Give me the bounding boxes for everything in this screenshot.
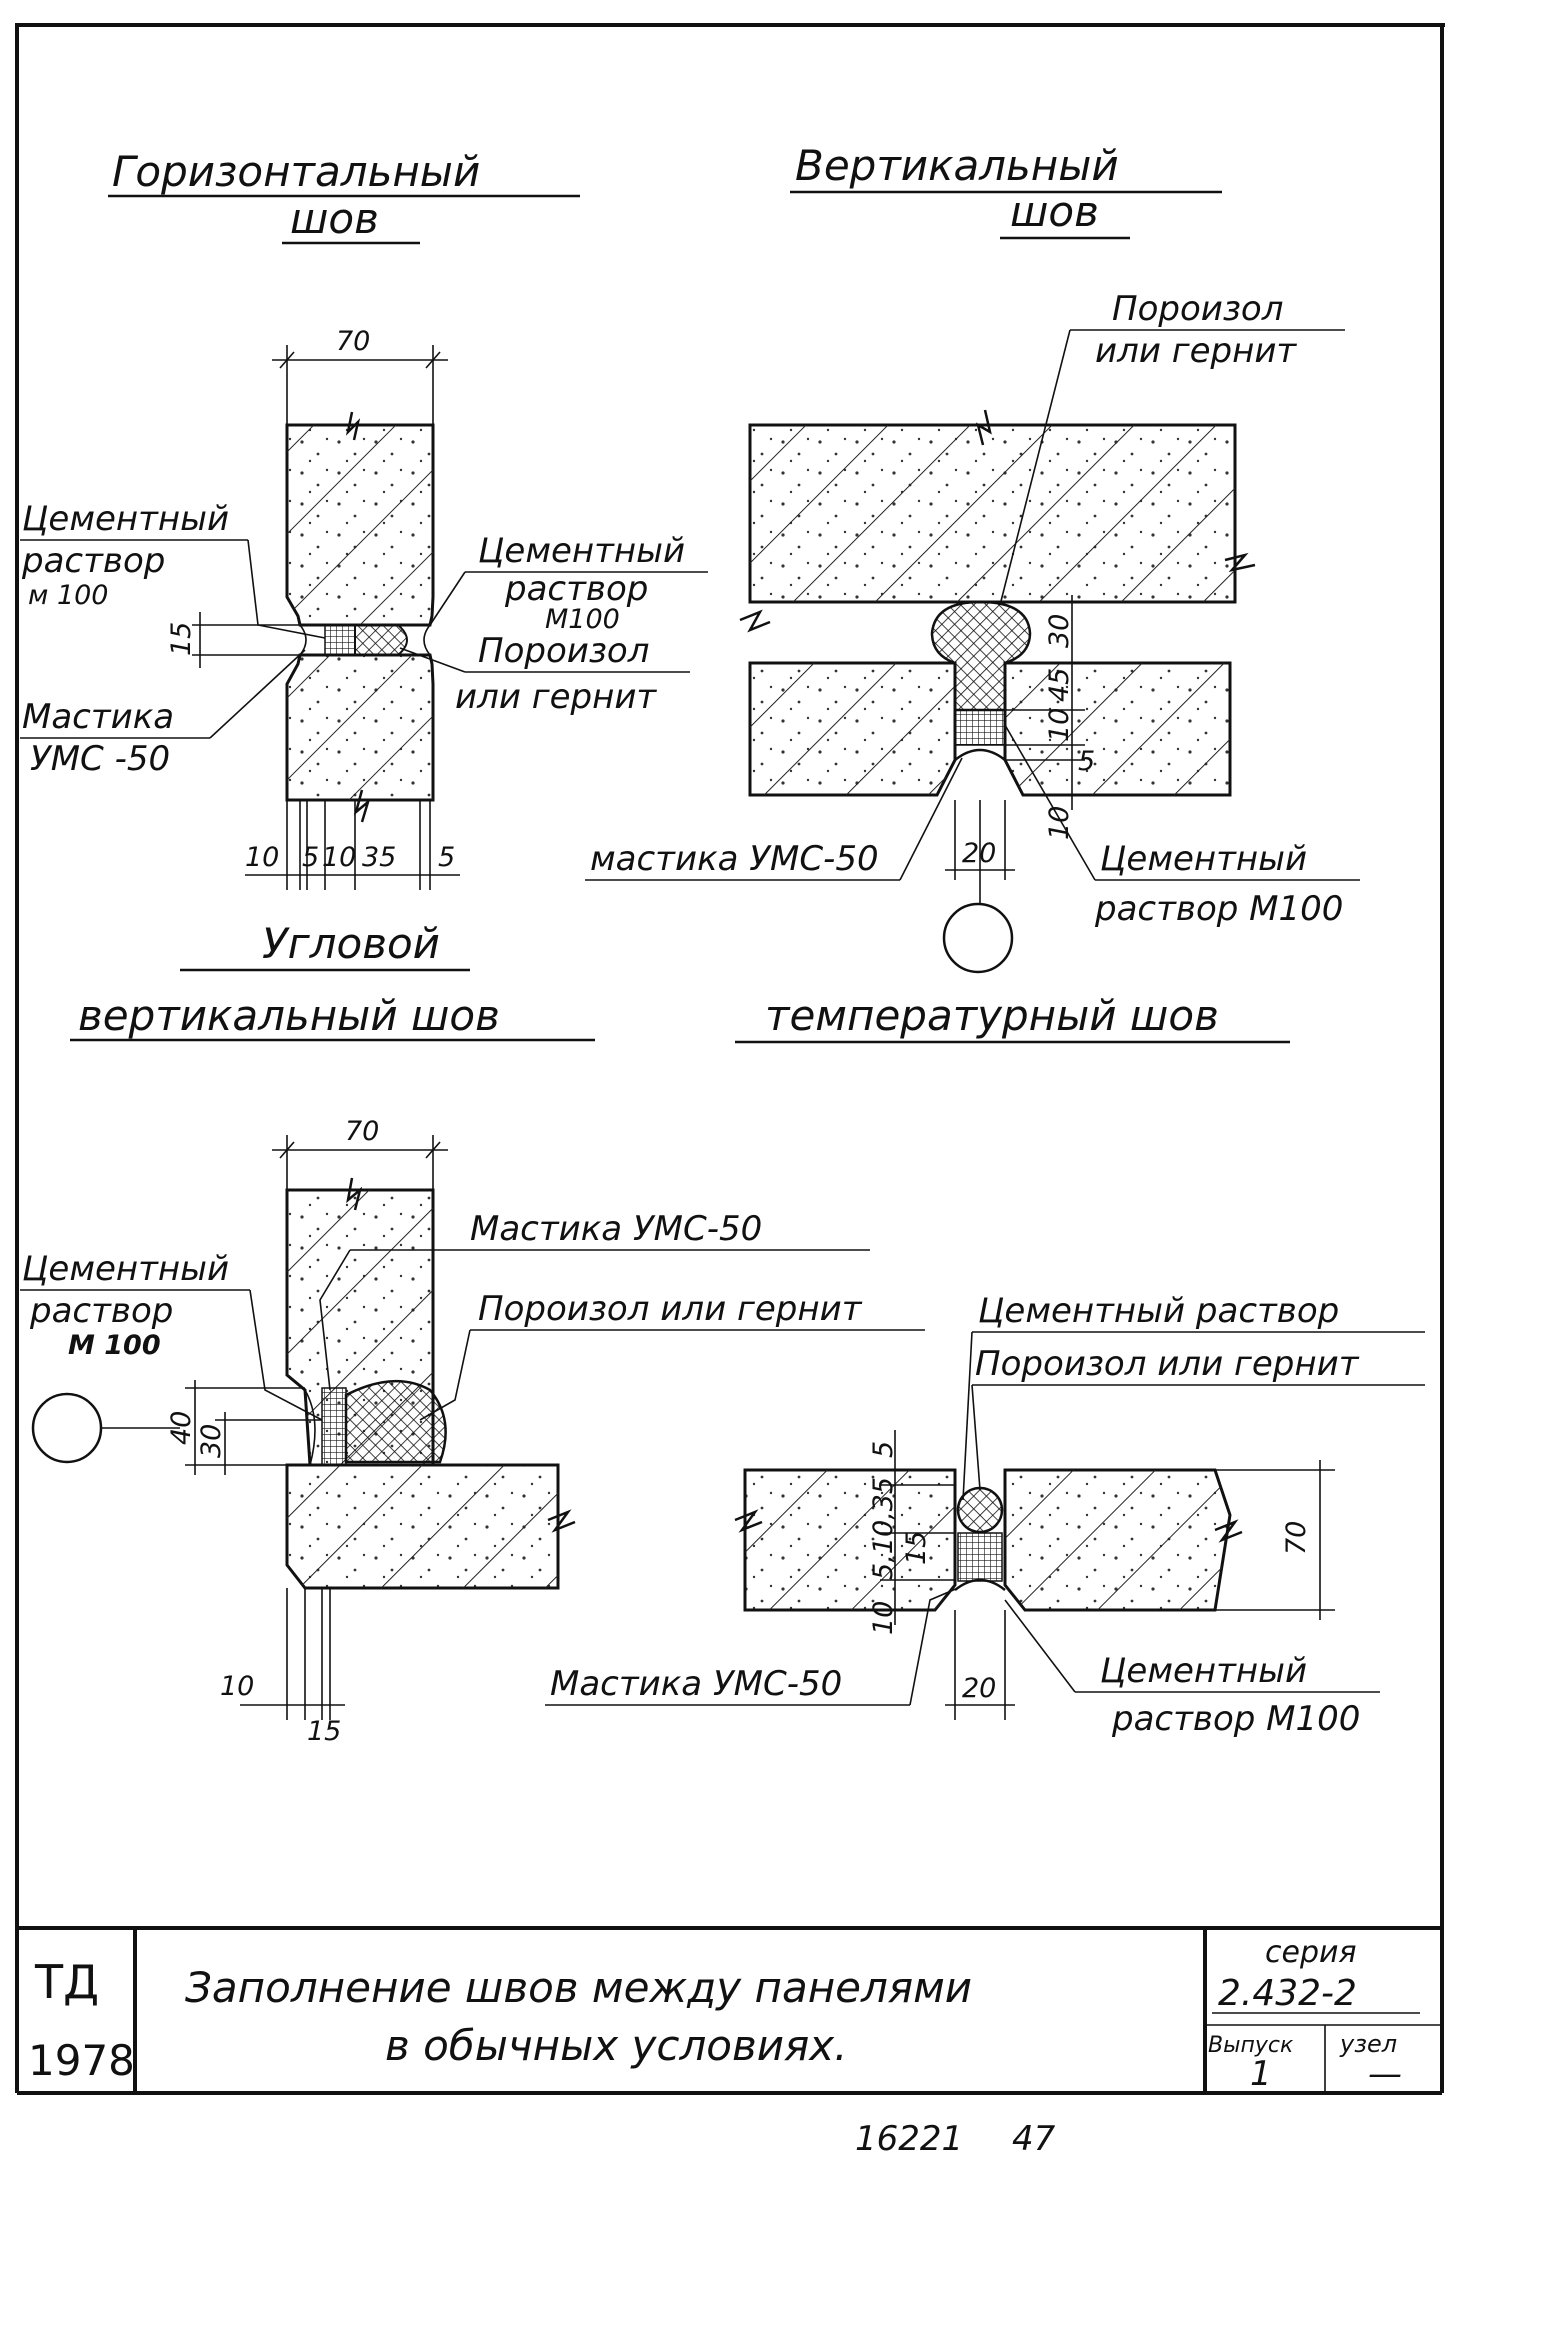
stamp-node-value: — — [1368, 2054, 1402, 2094]
h-cement-left-2: раствор — [21, 541, 165, 581]
v-poroizol-fill — [930, 600, 1032, 712]
c-mortar-fill — [321, 1387, 347, 1466]
temperature-joint: температурный шов 5 5,10,35 15 10 20 — [545, 991, 1425, 1739]
c-poroizol-fill — [344, 1379, 447, 1464]
footer-number: 16221 — [855, 2119, 963, 2159]
h-dim-35: 35 — [362, 842, 396, 873]
t-dim-10: 10 — [868, 1601, 899, 1635]
t-cement2-1: Цементный — [1100, 1651, 1307, 1691]
v-cement-2: раствор М100 — [1094, 889, 1343, 929]
c-cement-3: М 100 — [68, 1330, 161, 1361]
title-corner-2: вертикальный шов — [78, 991, 500, 1040]
c-dim-30: 30 — [196, 1424, 227, 1458]
c-dim-width: 70 — [345, 1116, 379, 1147]
title-vertical-2: шов — [1010, 187, 1099, 236]
stamp-issue-value: 1 — [1250, 2054, 1272, 2094]
h-cement-right-3: М100 — [545, 604, 620, 635]
title-horizontal-1: Горизонтальный — [112, 147, 480, 196]
h-mastic-2: УМС -50 — [30, 739, 170, 779]
v-cement-1: Цементный — [1100, 839, 1307, 879]
v-poroizol-2: или гернит — [1095, 331, 1297, 371]
stamp-issue-label: Выпуск — [1208, 2033, 1294, 2058]
t-cement2-2: раствор М100 — [1111, 1699, 1360, 1739]
t-mortar-fill — [957, 1532, 1003, 1582]
h-dim-15: 15 — [166, 622, 197, 656]
vertical-joint: Вертикальный шов 30 45 10 5 10 — [585, 141, 1360, 974]
title-vertical-1: Вертикальный — [795, 141, 1119, 190]
v-dim-10b: 10 — [1044, 806, 1075, 840]
h-dim-width: 70 — [336, 326, 370, 357]
stamp-title-2: в обычных условиях. — [385, 2021, 848, 2070]
v-axis-marker — [942, 902, 1014, 974]
v-dim-20: 20 — [962, 838, 996, 869]
stamp-series-value: 2.432-2 — [1218, 1973, 1357, 2014]
v-poroizol-1: Пороизол — [1112, 289, 1283, 329]
c-dim-10: 10 — [220, 1671, 254, 1702]
h-cement-right-2: раствор — [504, 569, 648, 609]
c-cement-1: Цементный — [22, 1249, 229, 1289]
h-mortar-fill — [324, 624, 356, 656]
stamp-title-1: Заполнение швов между панелями — [185, 1963, 972, 2012]
v-dim-45: 45 — [1044, 668, 1075, 702]
h-dim-10b: 10 — [322, 842, 356, 873]
v-dim-10: 10 — [1044, 708, 1075, 742]
title-temperature: температурный шов — [765, 991, 1219, 1040]
stamp-year: 1978 — [28, 2036, 135, 2085]
v-dim-30: 30 — [1044, 614, 1075, 648]
h-cement-left-1: Цементный — [22, 499, 229, 539]
c-poroizol: Пороизол или гернит — [478, 1289, 863, 1329]
t-poroizol-fill — [956, 1486, 1004, 1534]
horizontal-joint: Горизонтальный шов 70 15 — [20, 147, 708, 890]
h-poroizol-1: Пороизол — [478, 631, 649, 671]
c-dim-15: 15 — [307, 1716, 341, 1747]
stamp-org: ТД — [34, 1955, 99, 2009]
c-cement-2: раствор — [29, 1291, 173, 1331]
h-cement-right-1: Цементный — [478, 531, 685, 571]
t-dim-5: 5 — [868, 1441, 899, 1458]
t-dim-20: 20 — [962, 1673, 996, 1704]
t-poroizol: Пороизол или гернит — [975, 1344, 1360, 1384]
v-mortar-fill — [954, 709, 1006, 746]
h-poroizol-2: или гернит — [455, 677, 657, 717]
h-poroizol-fill — [354, 624, 408, 656]
v-mastic: мастика УМС-50 — [590, 839, 879, 879]
footer-page: 47 — [1012, 2119, 1056, 2159]
t-mastic: Мастика УМС-50 — [550, 1664, 842, 1704]
h-dim-5b: 5 — [438, 842, 455, 873]
c-mastic: Мастика УМС-50 — [470, 1209, 762, 1249]
h-dim-5a: 5 — [302, 842, 319, 873]
stamp-node-label: узел — [1339, 2030, 1397, 2058]
corner-joint: Угловой вертикальный шов 70 40 30 — [20, 919, 925, 1747]
h-cement-left-3: м 100 — [28, 580, 109, 611]
t-dim-70: 70 — [1281, 1521, 1312, 1555]
t-dim-15: 15 — [901, 1531, 932, 1565]
title-block: ТД 1978 Заполнение швов между панелями в… — [17, 1926, 1442, 2094]
t-dim-10-35: 5,10,35 — [868, 1477, 899, 1580]
stamp-series-label: серия — [1265, 1935, 1357, 1970]
v-dim-5: 5 — [1078, 746, 1095, 777]
title-corner-1: Угловой — [262, 919, 440, 968]
t-cement: Цементный раствор — [978, 1291, 1339, 1331]
title-horizontal-2: шов — [290, 194, 379, 243]
c-axis-marker — [31, 1392, 103, 1464]
h-mastic-1: Мастика — [22, 697, 174, 737]
h-dim-10: 10 — [245, 842, 279, 873]
